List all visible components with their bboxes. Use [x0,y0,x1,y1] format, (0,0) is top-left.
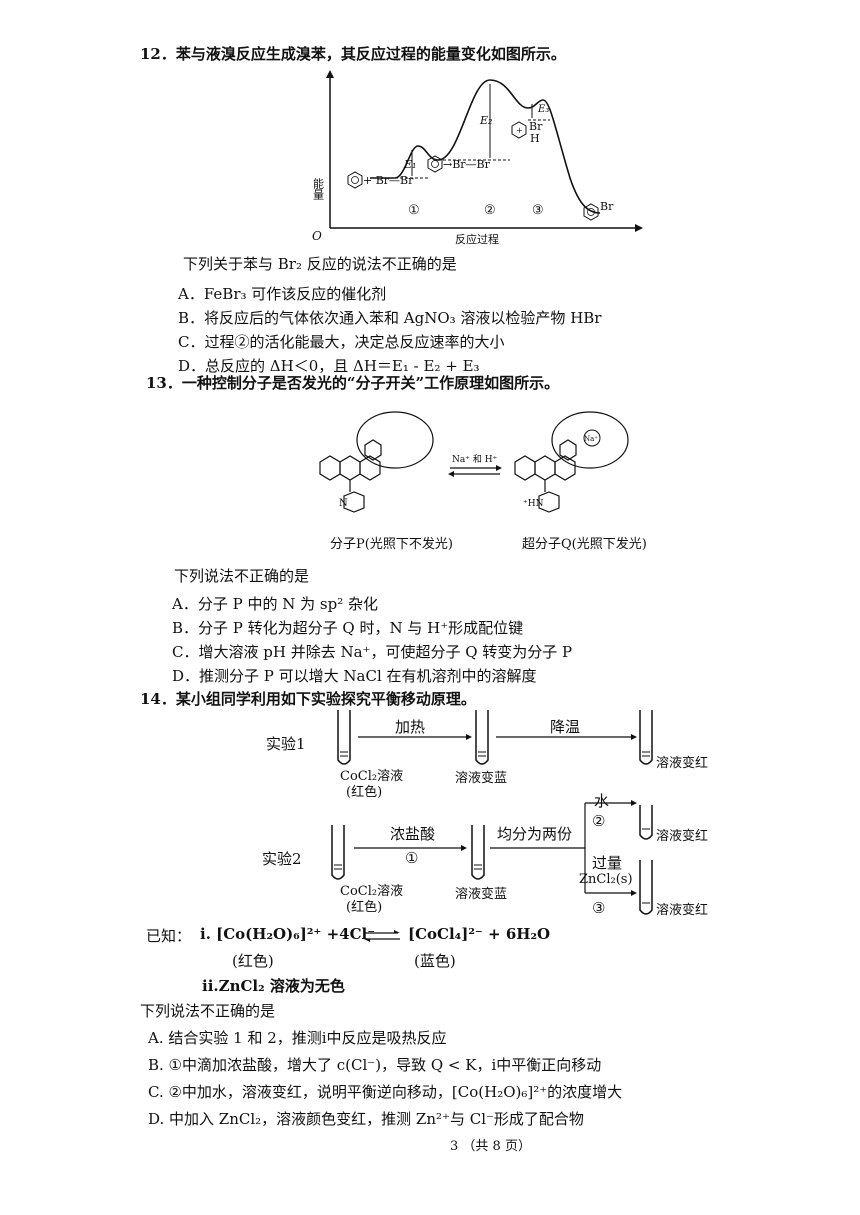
exp2-tube2-label: 溶液变蓝 [455,887,508,902]
e3-label: E₃ [537,104,549,115]
experiment-2 [331,800,653,915]
reactant-label: + Br—Br [363,174,414,187]
q13-option-c: C．增大溶液 pH 并除去 Na⁺，可使超分子 Q 转变为分子 P [172,643,573,661]
q13-question: 下列说法不正确的是 [174,567,310,585]
experiment-diagram [331,710,653,915]
step3-label: ③ [532,203,544,218]
q14-option-b: B. ①中滴加浓盐酸，增大了 c(Cl⁻)，导致 Q < K，i中平衡正向移动 [148,1056,602,1074]
exp1-tube2-label: 溶液变蓝 [455,771,508,786]
exp2-tube1-label: CoCl₂溶液 [340,884,404,899]
q13-option-d: D．推测分子 P 可以增大 NaCl 在有机溶剂中的溶解度 [172,667,537,685]
exp2-tube1-color: (红色) [346,900,383,915]
step1-label: ① [408,203,420,218]
exp2-arrow1-num: ① [405,849,419,867]
q12-option-b: B．将反应后的气体依次通入苯和 AgNO₃ 溶液以检验产物 HBr [178,309,602,327]
product-label: Br [600,200,614,213]
q12-question: 下列关于苯与 Br₂ 反应的说法不正确的是 [183,255,457,273]
equation-left: i. [Co(H₂O)₆]²⁺ +4Cl⁻ [200,925,376,943]
caption-p: 分子P(光照下不发光) [330,537,453,552]
x-axis-label: 反应过程 [455,232,499,246]
q12-option-d: D．总反应的 ΔH＜0，且 ΔH＝E₁ - E₂ + E₃ [178,357,480,375]
intermediate-h-label: H [530,132,540,145]
q12-stem: 12．苯与液溴反应生成溴苯，其反应过程的能量变化如图所示。 [140,45,566,63]
q14-question: 下列说法不正确的是 [140,1002,276,1020]
q12-option-c: C．过程②的活化能最大，决定总反应速率的大小 [178,333,505,351]
exp2-branch-up-result: 溶液变红 [656,829,709,844]
q14-option-c: C. ②中加水，溶液变红，说明平衡逆向移动，[Co(H₂O)₆]²⁺的浓度增大 [148,1083,623,1101]
exp2-branch-down-num: ③ [592,899,606,917]
origin-label: O [312,229,322,243]
energy-curve [370,79,601,214]
exp2-split-label: 均分为两份 [497,825,573,843]
step2-label: ② [484,203,496,218]
exp2-branch-up-num: ② [592,812,606,830]
experiment-1 [337,710,653,765]
intermediate-label: Br [529,120,543,133]
page-footer: 3 （共 8 页） [450,1139,531,1154]
molecular-switch-diagram: N Na⁺ 和 H⁺ Na⁺ ⁺HN [319,411,629,513]
switch-arrow-label: Na⁺ 和 H⁺ [452,454,498,465]
molecule-q: Na⁺ ⁺HN [514,411,629,513]
color-right: (蓝色) [414,952,456,970]
color-left: (红色) [232,952,274,970]
exp2-branch-down-result: 溶液变红 [656,903,709,918]
complex-label: →Br—Br [443,158,491,171]
exp1-arrow2-label: 降温 [550,718,581,736]
known-ii: ii.ZnCl₂ 溶液为无色 [202,977,345,995]
hn-label: ⁺HN [523,499,544,509]
equation-right: [CoCl₄]²⁻ + 6H₂O [408,925,551,943]
y-axis-label: 能量 [312,177,325,200]
q14-stem: 14．某小组同学利用如下实验探究平衡移动原理。 [140,690,476,708]
exp1-arrow1-label: 加热 [395,718,426,736]
exp2-branch-down-2: ZnCl₂(s) [579,872,633,887]
exp2-branch-down-1: 过量 [592,854,623,872]
q13-stem: 13．一种控制分子是否发光的“分子开关”工作原理如图所示。 [146,374,560,392]
n-label: N [339,498,348,509]
known-prefix: 已知： [146,927,192,945]
na-label: Na⁺ [584,435,598,443]
exp1-tube1-color: (红色) [346,785,383,800]
svg-text:+: + [516,126,523,135]
equilibrium-arrow [364,930,400,942]
q13-option-b: B．分子 P 转化为超分子 Q 时，N 与 H⁺形成配位键 [172,619,524,637]
q14-option-d: D. 中加入 ZnCl₂，溶液颜色变红，推测 Zn²⁺与 Cl⁻形成了配合物 [148,1110,584,1128]
exp2-label: 实验2 [262,850,302,868]
q13-option-a: A．分子 P 中的 N 为 sp² 杂化 [172,595,378,613]
exp1-tube3-label: 溶液变红 [656,756,709,771]
exp1-tube1-label: CoCl₂溶液 [340,769,404,784]
caption-q: 超分子Q(光照下发光) [522,537,647,552]
e1-label: E₁ [403,158,416,171]
q14-option-a: A. 结合实验 1 和 2，推测i中反应是吸热反应 [148,1029,447,1047]
exp2-arrow1-label: 浓盐酸 [390,825,436,843]
exp2-branch-up-label: 水 [594,792,610,810]
exp1-label: 实验1 [266,735,306,753]
e2-label: E₂ [479,114,492,127]
q12-option-a: A．FeBr₃ 可作该反应的催化剂 [178,285,387,303]
molecule-p: N [319,411,434,513]
energy-diagram: O 能量 反应过程 E₁ E₂ E₃ + Br—Br →Br—Br + Br H… [312,70,643,246]
benzene-ring [347,171,363,189]
